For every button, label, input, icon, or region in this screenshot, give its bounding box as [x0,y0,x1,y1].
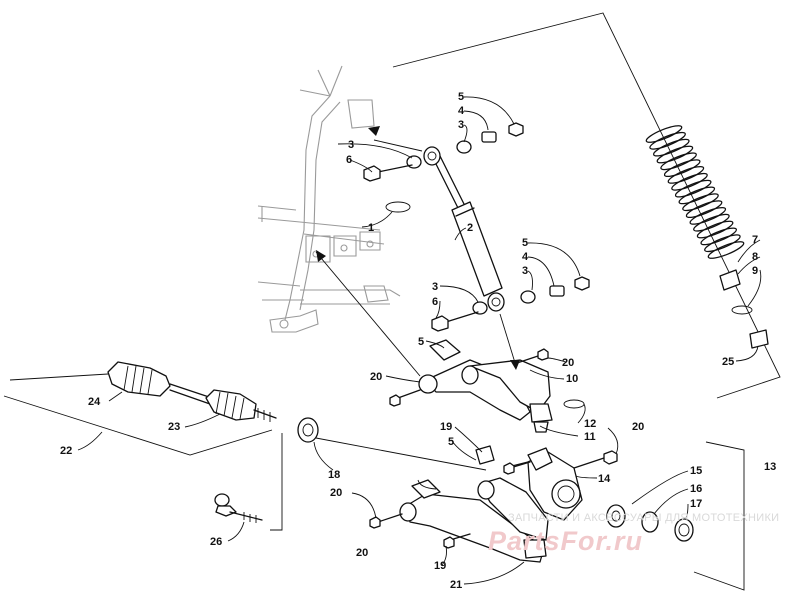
spring-coil [645,125,683,143]
hub-bearings [606,504,694,542]
callout-23: 23 [168,421,180,433]
coil-spring [645,125,745,259]
spring-coil [663,159,701,178]
callout-3: 3 [348,139,354,151]
callout-16: 16 [690,483,702,495]
callout-15: 15 [690,465,702,477]
callout-5: 5 [522,237,528,249]
spring-coil [689,206,727,225]
watermark-caption: ЗАПЧАСТИ И АКСЕССУАРЫ ДЛЯ МОТОТЕХНИКИ [508,512,779,524]
spring-coil [656,145,694,164]
callout-2: 2 [467,222,473,234]
callout-21: 21 [450,579,462,591]
callout-4: 4 [458,105,465,117]
steering-knuckle [503,447,618,521]
callout-3: 3 [522,265,528,277]
spring-coil [704,234,741,253]
callout-1: 1 [368,222,374,234]
callout-9: 9 [752,265,758,277]
callout-20: 20 [562,357,574,369]
callout-10: 10 [566,373,578,385]
callout-19: 19 [434,560,446,572]
spring-coil [667,165,705,184]
lower-a-arm [369,445,549,563]
callout-17: 17 [690,498,702,510]
callout-20: 20 [330,487,342,499]
spring-hardware [719,269,769,349]
leader-lines [77,96,762,585]
spring-coil [693,213,730,232]
callout-22: 22 [60,445,72,457]
callout-5: 5 [448,436,454,448]
callout-14: 14 [598,473,611,485]
spring-panel-outline [392,12,781,399]
callout-26: 26 [210,536,222,548]
callout-3: 3 [432,281,438,293]
callout-24: 24 [88,396,101,408]
callout-3: 3 [458,119,464,131]
callout-20: 20 [370,371,382,383]
spring-coil [671,172,708,191]
lower-shock-hardware [431,276,590,332]
spring-coil [678,186,716,205]
spring-coil [674,179,712,198]
watermark-brand: PartsFor.ru [488,526,643,556]
callout-6: 6 [432,296,438,308]
callout-12: 12 [584,418,596,430]
spring-coil [660,152,697,171]
callout-18: 18 [328,469,340,481]
callout-11: 11 [584,431,596,443]
upper-shock-hardware [363,122,524,213]
callout-20: 20 [632,421,644,433]
upper-a-arm [389,339,585,433]
callout-lines [3,139,745,591]
spring-coil [649,131,686,150]
spring-coil [682,193,719,212]
drive-axle [107,361,319,443]
spring-coil [700,227,738,246]
callout-20: 20 [356,547,368,559]
spring-coil [652,138,690,157]
spring-coil [685,200,723,219]
spring-coil [696,220,734,239]
callout-13: 13 [764,461,776,473]
callout-7: 7 [752,234,758,246]
callout-6: 6 [346,154,352,166]
tie-rod-end [214,493,263,523]
callout-25: 25 [722,356,734,368]
watermark: ЗАПЧАСТИ И АКСЕССУАРЫ ДЛЯ МОТОТЕХНИКИ Pa… [488,512,779,556]
callout-8: 8 [752,251,758,263]
arrowheads [316,126,520,370]
callout-19: 19 [440,421,452,433]
frame-drawing [257,65,401,333]
shock-absorber [423,146,505,312]
spring-coil [707,241,745,259]
callout-4: 4 [522,251,529,263]
callout-5: 5 [418,336,424,348]
callout-5: 5 [458,91,464,103]
